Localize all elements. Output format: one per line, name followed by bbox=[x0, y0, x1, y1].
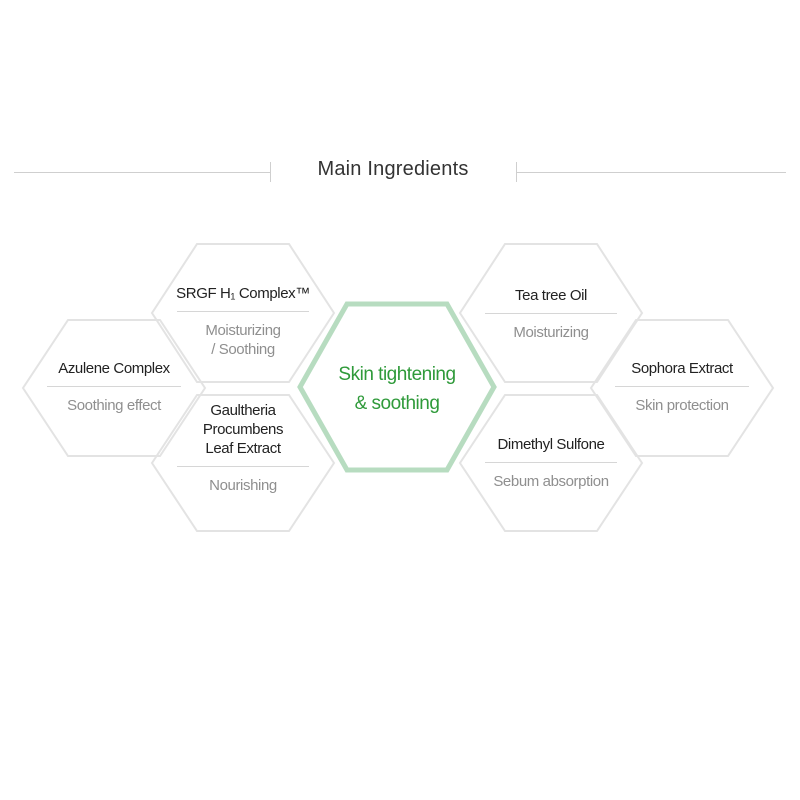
hex-gaultheria bbox=[150, 394, 336, 532]
center-line2: & soothing bbox=[354, 393, 440, 414]
ingredient-gaultheria: Gaultheria Procumbens Leaf Extract Nouri… bbox=[163, 401, 323, 495]
ingredient-benefit: Skin protection bbox=[635, 397, 729, 414]
hex-dimethyl bbox=[458, 394, 644, 532]
ingredient-name: Tea tree Oil bbox=[515, 287, 587, 304]
ingredient-name-line1: Gaultheria bbox=[210, 402, 276, 419]
ingredient-benefit: Sebum absorption bbox=[493, 473, 609, 490]
ingredient-name-line2: Procumbens bbox=[202, 421, 284, 438]
ingredient-sophora: Sophora Extract Skin protection bbox=[602, 359, 762, 415]
ingredient-divider bbox=[485, 462, 617, 463]
ingredient-tea-tree: Tea tree Oil Moisturizing bbox=[471, 286, 631, 342]
ingredient-divider bbox=[177, 466, 309, 467]
ingredient-divider bbox=[47, 386, 181, 387]
header-rule-right bbox=[516, 172, 786, 173]
hex-azulene bbox=[21, 319, 207, 457]
hex-center bbox=[297, 301, 497, 473]
ingredient-divider bbox=[485, 313, 617, 314]
ingredient-name: Sophora Extract bbox=[631, 360, 733, 377]
hex-srgf bbox=[150, 243, 336, 383]
section-header: Main Ingredients bbox=[0, 150, 800, 194]
ingredient-name-line3: Leaf Extract bbox=[205, 440, 281, 457]
hex-tea-tree bbox=[458, 243, 644, 383]
ingredient-name: SRGF H₁ Complex™ bbox=[176, 285, 310, 302]
ingredient-dimethyl: Dimethyl Sulfone Sebum absorption bbox=[471, 435, 631, 491]
center-line1: Skin tightening bbox=[338, 364, 456, 385]
header-rule-left bbox=[14, 172, 270, 173]
ingredient-divider bbox=[615, 386, 749, 387]
ingredient-name: Azulene Complex bbox=[58, 360, 170, 377]
header-tick-left bbox=[270, 162, 271, 182]
ingredient-azulene: Azulene Complex Soothing effect bbox=[34, 359, 194, 415]
hex-sophora bbox=[589, 319, 775, 457]
ingredient-benefit: Moisturizing bbox=[513, 324, 589, 341]
section-title: Main Ingredients bbox=[317, 158, 469, 180]
center-benefit: Skin tightening & soothing bbox=[310, 360, 484, 418]
ingredient-name: Dimethyl Sulfone bbox=[497, 436, 605, 453]
ingredient-benefit-line2: / Soothing bbox=[211, 341, 275, 358]
ingredient-srgf: SRGF H₁ Complex™ Moisturizing / Soothing bbox=[163, 284, 323, 359]
ingredient-benefit-line1: Moisturizing bbox=[205, 322, 281, 339]
ingredient-benefit: Nourishing bbox=[209, 477, 277, 494]
ingredient-benefit: Soothing effect bbox=[67, 397, 161, 414]
ingredient-divider bbox=[177, 311, 309, 312]
